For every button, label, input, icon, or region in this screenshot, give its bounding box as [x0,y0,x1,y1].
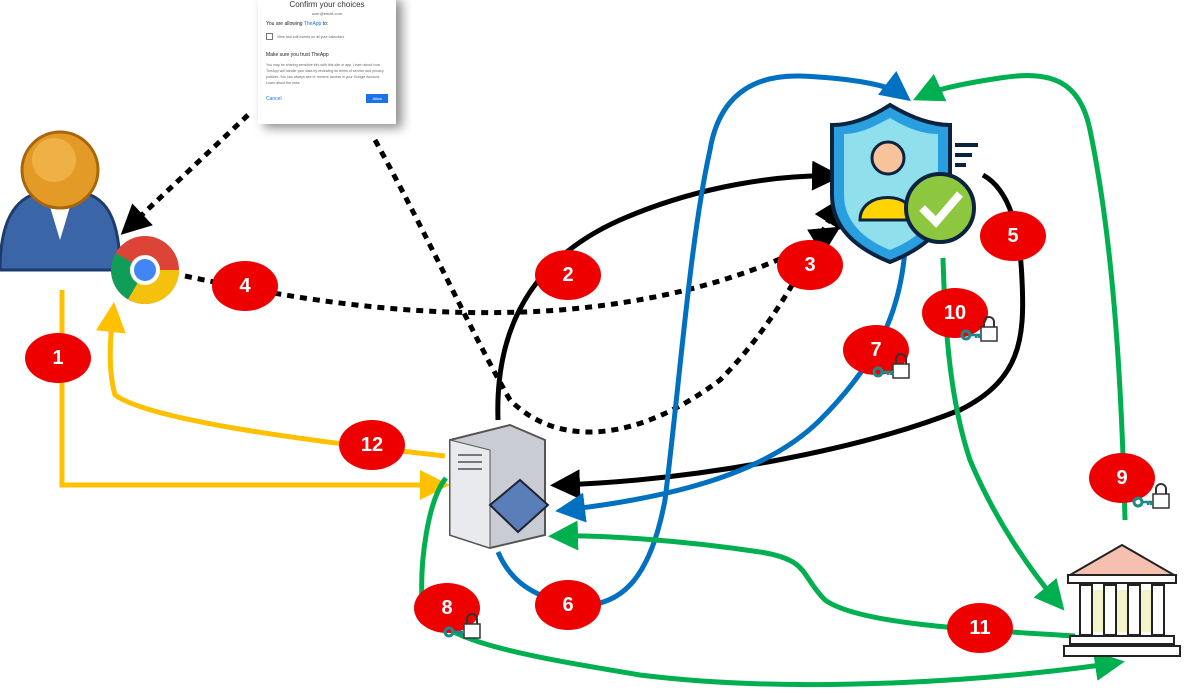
lock-key-icon [960,316,998,342]
permission-checkbox[interactable] [266,33,273,40]
step-badge-12: 12 [339,420,405,470]
arrow-9 [912,73,1128,521]
permission-label: View and edit events on all your calenda… [277,34,345,39]
cancel-button[interactable]: Cancel [266,95,282,102]
arrow-8 [419,476,1125,688]
learn-link[interactable]: Learn about the risks [266,81,300,85]
allowing-to: to: [322,21,329,27]
lock-key-icon [443,613,481,639]
user-avatar-icon [0,130,122,272]
arrow-dialog-user [120,113,250,235]
allow-button[interactable]: Allow [366,94,388,103]
step-badge-9: 9 [1089,453,1155,503]
step-badge-11: 11 [947,603,1013,653]
step-badge-2: 2 [535,250,601,300]
authorization-server-shield-icon [830,102,978,265]
step-badge-4: 4 [212,261,278,311]
consent-dialog: Confirm your choices user@email.com You … [258,0,396,124]
lock-key-icon [872,353,910,379]
step-badge-5: 5 [980,211,1046,261]
step-badge-10: 10 [922,288,988,338]
arrow-2 [495,160,842,421]
chrome-browser-icon [111,236,179,304]
trust-text: You may be sharing sensitive info with t… [266,63,384,79]
bank-icon [1063,543,1181,657]
step-badge-1: 1 [25,333,91,383]
trust-heading: Make sure you trust TheApp [266,52,329,58]
arrow-3 [372,138,844,435]
dialog-title: Confirm your choices [289,0,365,9]
arrow-7 [555,249,908,523]
step-badge-3: 3 [777,240,843,290]
arrow-4 [184,226,841,316]
account-email: user@email.com [311,11,343,16]
app-name: TheApp [303,21,322,27]
app-server-icon [449,423,550,550]
lock-key-icon [1132,483,1170,509]
allowing-text: You are allowing [266,21,303,27]
step-badge-6: 6 [535,580,601,630]
